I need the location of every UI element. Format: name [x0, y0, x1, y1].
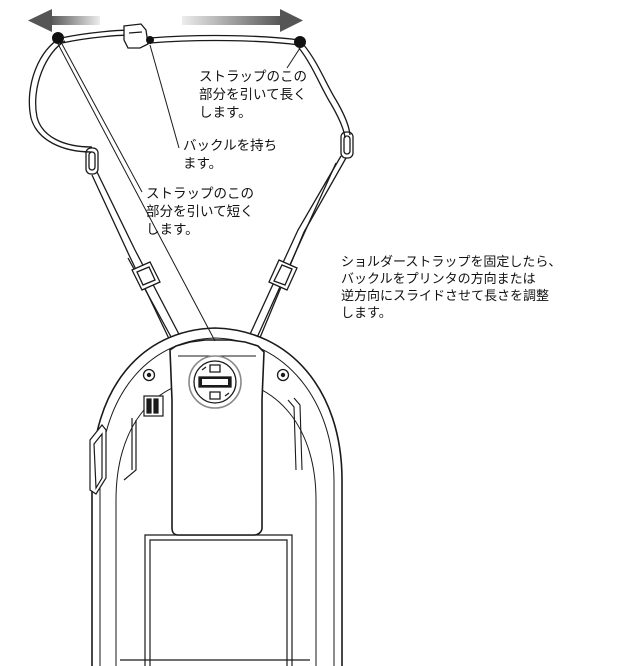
top-buckle	[123, 23, 154, 49]
shorten-callout-line: します。	[146, 222, 199, 238]
lengthen-direction-arrow	[182, 9, 303, 32]
left-strap-ring	[85, 147, 99, 175]
lengthen-callout-label: ストラップのこの 部分を引いて長く します。	[199, 68, 307, 122]
left-strap-buckle	[131, 261, 161, 291]
instruction-line: ショルダーストラップを固定したら、	[341, 255, 562, 270]
adjustment-instruction-text: ショルダーストラップを固定したら、 バックルをプリンタの方向または 逆方向にスラ…	[341, 254, 561, 322]
leader-lines	[57, 43, 301, 342]
lengthen-callout-line: します。	[199, 105, 252, 121]
shorten-pull-point	[52, 32, 64, 44]
right-strap-buckle	[268, 259, 298, 291]
right-strap-ring	[340, 131, 354, 159]
shorten-direction-arrow	[28, 9, 100, 32]
clip-rotary-knob	[188, 355, 242, 409]
hold-buckle-callout-line: バックルを持ち	[183, 138, 278, 154]
hold-buckle-callout-line: ます。	[183, 156, 223, 172]
right-strap	[245, 155, 347, 344]
side-latch	[89, 424, 107, 495]
instruction-line: します。	[341, 306, 392, 321]
shorten-callout-label: ストラップのこの 部分を引いて短く します。	[146, 185, 254, 239]
lengthen-pull-point	[294, 36, 306, 48]
right-side-recess	[287, 397, 303, 471]
lengthen-callout-line: ストラップのこの	[199, 69, 307, 85]
instruction-line: バックルをプリンタの方向または	[341, 272, 536, 287]
right-screw	[276, 368, 290, 382]
shorten-callout-line: ストラップのこの	[146, 186, 254, 202]
shorten-callout-line: 部分を引いて短く	[146, 204, 254, 220]
hold-buckle-callout-label: バックルを持ち ます。	[183, 137, 277, 173]
shoulder-strap-loop	[28, 29, 351, 153]
side-connector	[123, 395, 164, 481]
left-screw	[142, 368, 156, 382]
lengthen-callout-line: 部分を引いて長く	[199, 87, 307, 103]
instruction-line: 逆方向にスライドさせて長さを調整	[341, 289, 550, 304]
